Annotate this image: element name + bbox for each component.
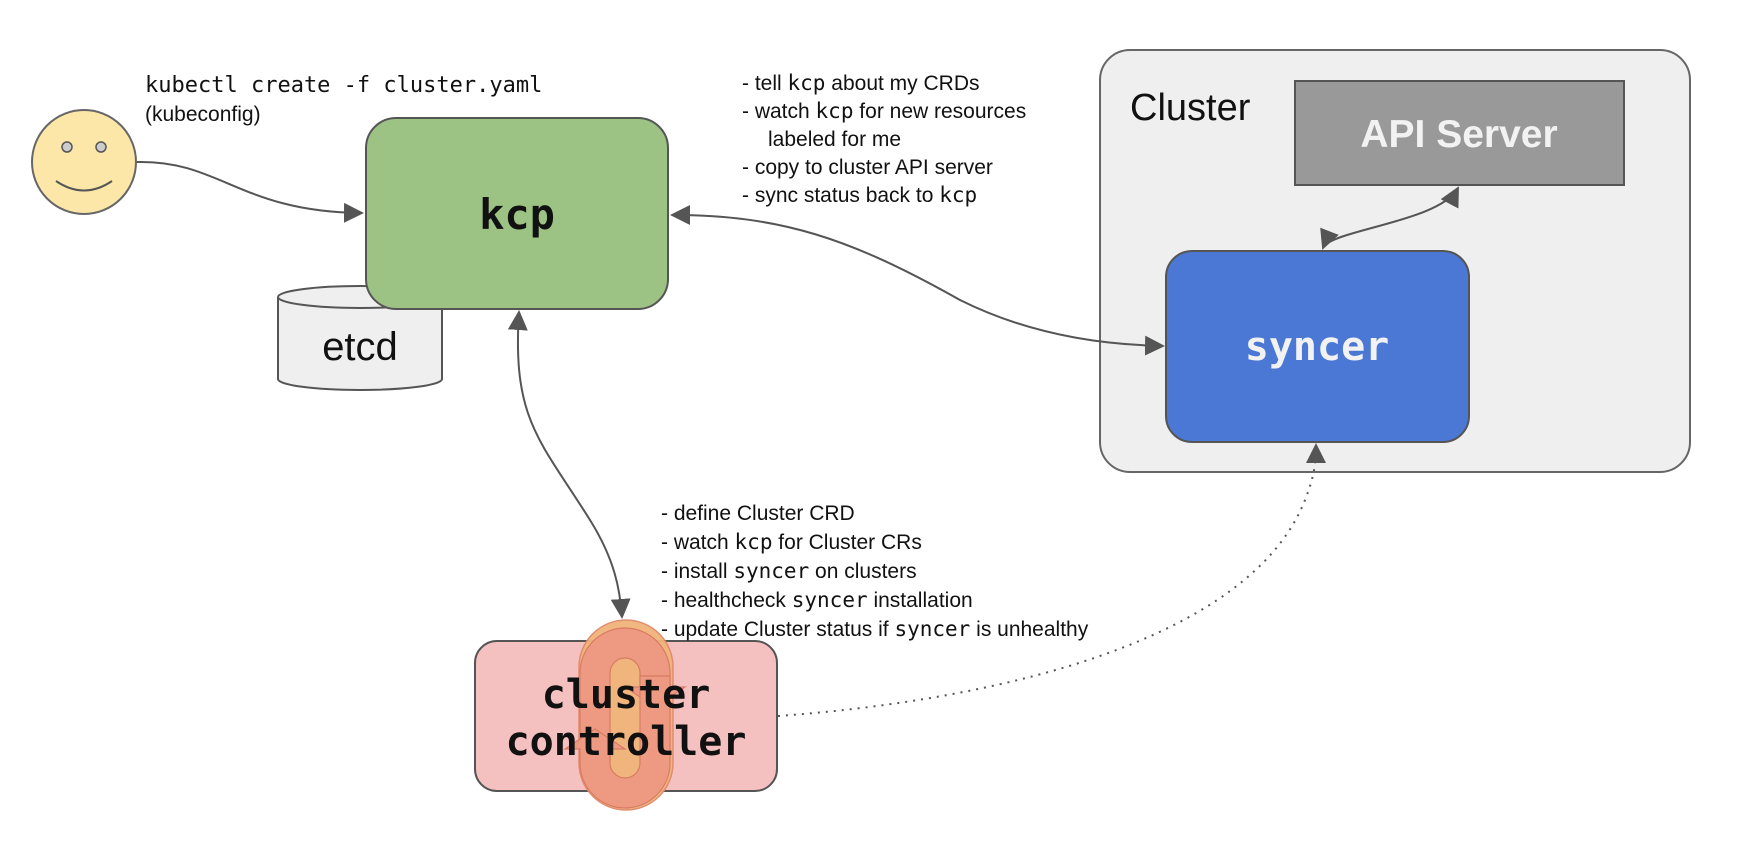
kcp-syncer-arrow xyxy=(670,205,1165,356)
cluster-controller-label-line1: cluster xyxy=(542,672,711,718)
kcp-controller-arrow xyxy=(507,310,631,619)
controller-note-fragment: - update Cluster status if xyxy=(661,618,894,641)
syncer-note-fragment: kcp xyxy=(788,71,826,95)
controller-note-fragment: for Cluster CRs xyxy=(772,531,921,554)
syncer-note-fragment: - copy to cluster API server xyxy=(742,156,993,179)
controller-note-fragment: - healthcheck xyxy=(661,589,792,612)
syncer-note-fragment: for new resources xyxy=(853,100,1026,123)
controller-note-fragment: installation xyxy=(868,589,973,612)
syncer-note-line: - copy to cluster API server xyxy=(742,156,993,179)
controller-note-fragment: on clusters xyxy=(809,560,916,583)
cluster-title: Cluster xyxy=(1130,87,1251,129)
loop-icon xyxy=(563,619,687,811)
controller-note-fragment: - watch xyxy=(661,531,735,554)
controller-note-fragment: is unhealthy xyxy=(970,618,1088,641)
syncer-note-line: - tell kcp about my CRDs xyxy=(742,71,980,95)
controller-note-fragment: - install xyxy=(661,560,733,583)
syncer-note-line: - sync status back to kcp xyxy=(742,183,977,207)
syncer-note-line: labeled for me xyxy=(768,128,901,151)
cluster-controller-label-line2: controller xyxy=(506,719,747,765)
syncer-box: syncer xyxy=(1165,250,1470,443)
kcp-label: kcp xyxy=(479,190,555,239)
controller-note-line: - update Cluster status if syncer is unh… xyxy=(661,617,1089,641)
controller-note-line: - install syncer on clusters xyxy=(661,559,917,583)
syncer-note-fragment: kcp xyxy=(939,183,977,207)
api-server-label: API Server xyxy=(1360,113,1557,156)
api-server-box: API Server xyxy=(1294,80,1625,186)
syncer-label: syncer xyxy=(1245,324,1390,370)
user-note-text: (kubeconfig) xyxy=(145,103,261,126)
kcp-box: kcp xyxy=(365,117,669,310)
syncer-note-line: - watch kcp for new resources xyxy=(742,99,1026,123)
controller-note-fragment: syncer xyxy=(733,559,809,583)
controller-note-line: - watch kcp for Cluster CRs xyxy=(661,530,922,554)
cluster-controller-box: cluster controller xyxy=(474,619,778,811)
syncer-note-fragment: about my CRDs xyxy=(825,72,979,95)
controller-note-line: - define Cluster CRD xyxy=(661,502,855,525)
syncer-note-fragment: - watch xyxy=(742,100,816,123)
syncer-note-fragment: kcp xyxy=(816,99,854,123)
controller-syncer-dotted-arrow xyxy=(777,443,1326,717)
user-command-text: kubectl create -f cluster.yaml xyxy=(145,73,542,98)
syncer-note-fragment: - tell xyxy=(742,72,788,95)
controller-note-fragment: - define Cluster CRD xyxy=(661,502,855,525)
etcd-label: etcd xyxy=(322,325,398,369)
syncer-notes: - tell kcp about my CRDs - watch kcp for … xyxy=(742,71,1026,207)
controller-note-fragment: kcp xyxy=(735,530,773,554)
controller-notes: - define Cluster CRD - watch kcp for Clus… xyxy=(661,502,1089,641)
user-to-kcp-arrow xyxy=(136,160,364,223)
syncer-note-fragment: labeled for me xyxy=(768,128,901,151)
controller-note-line: - healthcheck syncer installation xyxy=(661,588,973,612)
controller-note-fragment: syncer xyxy=(894,617,970,641)
syncer-note-fragment: - sync status back to xyxy=(742,184,939,207)
syncer-api-arrow xyxy=(1320,186,1459,250)
user-smiley-icon xyxy=(31,109,137,215)
controller-note-fragment: syncer xyxy=(792,588,868,612)
